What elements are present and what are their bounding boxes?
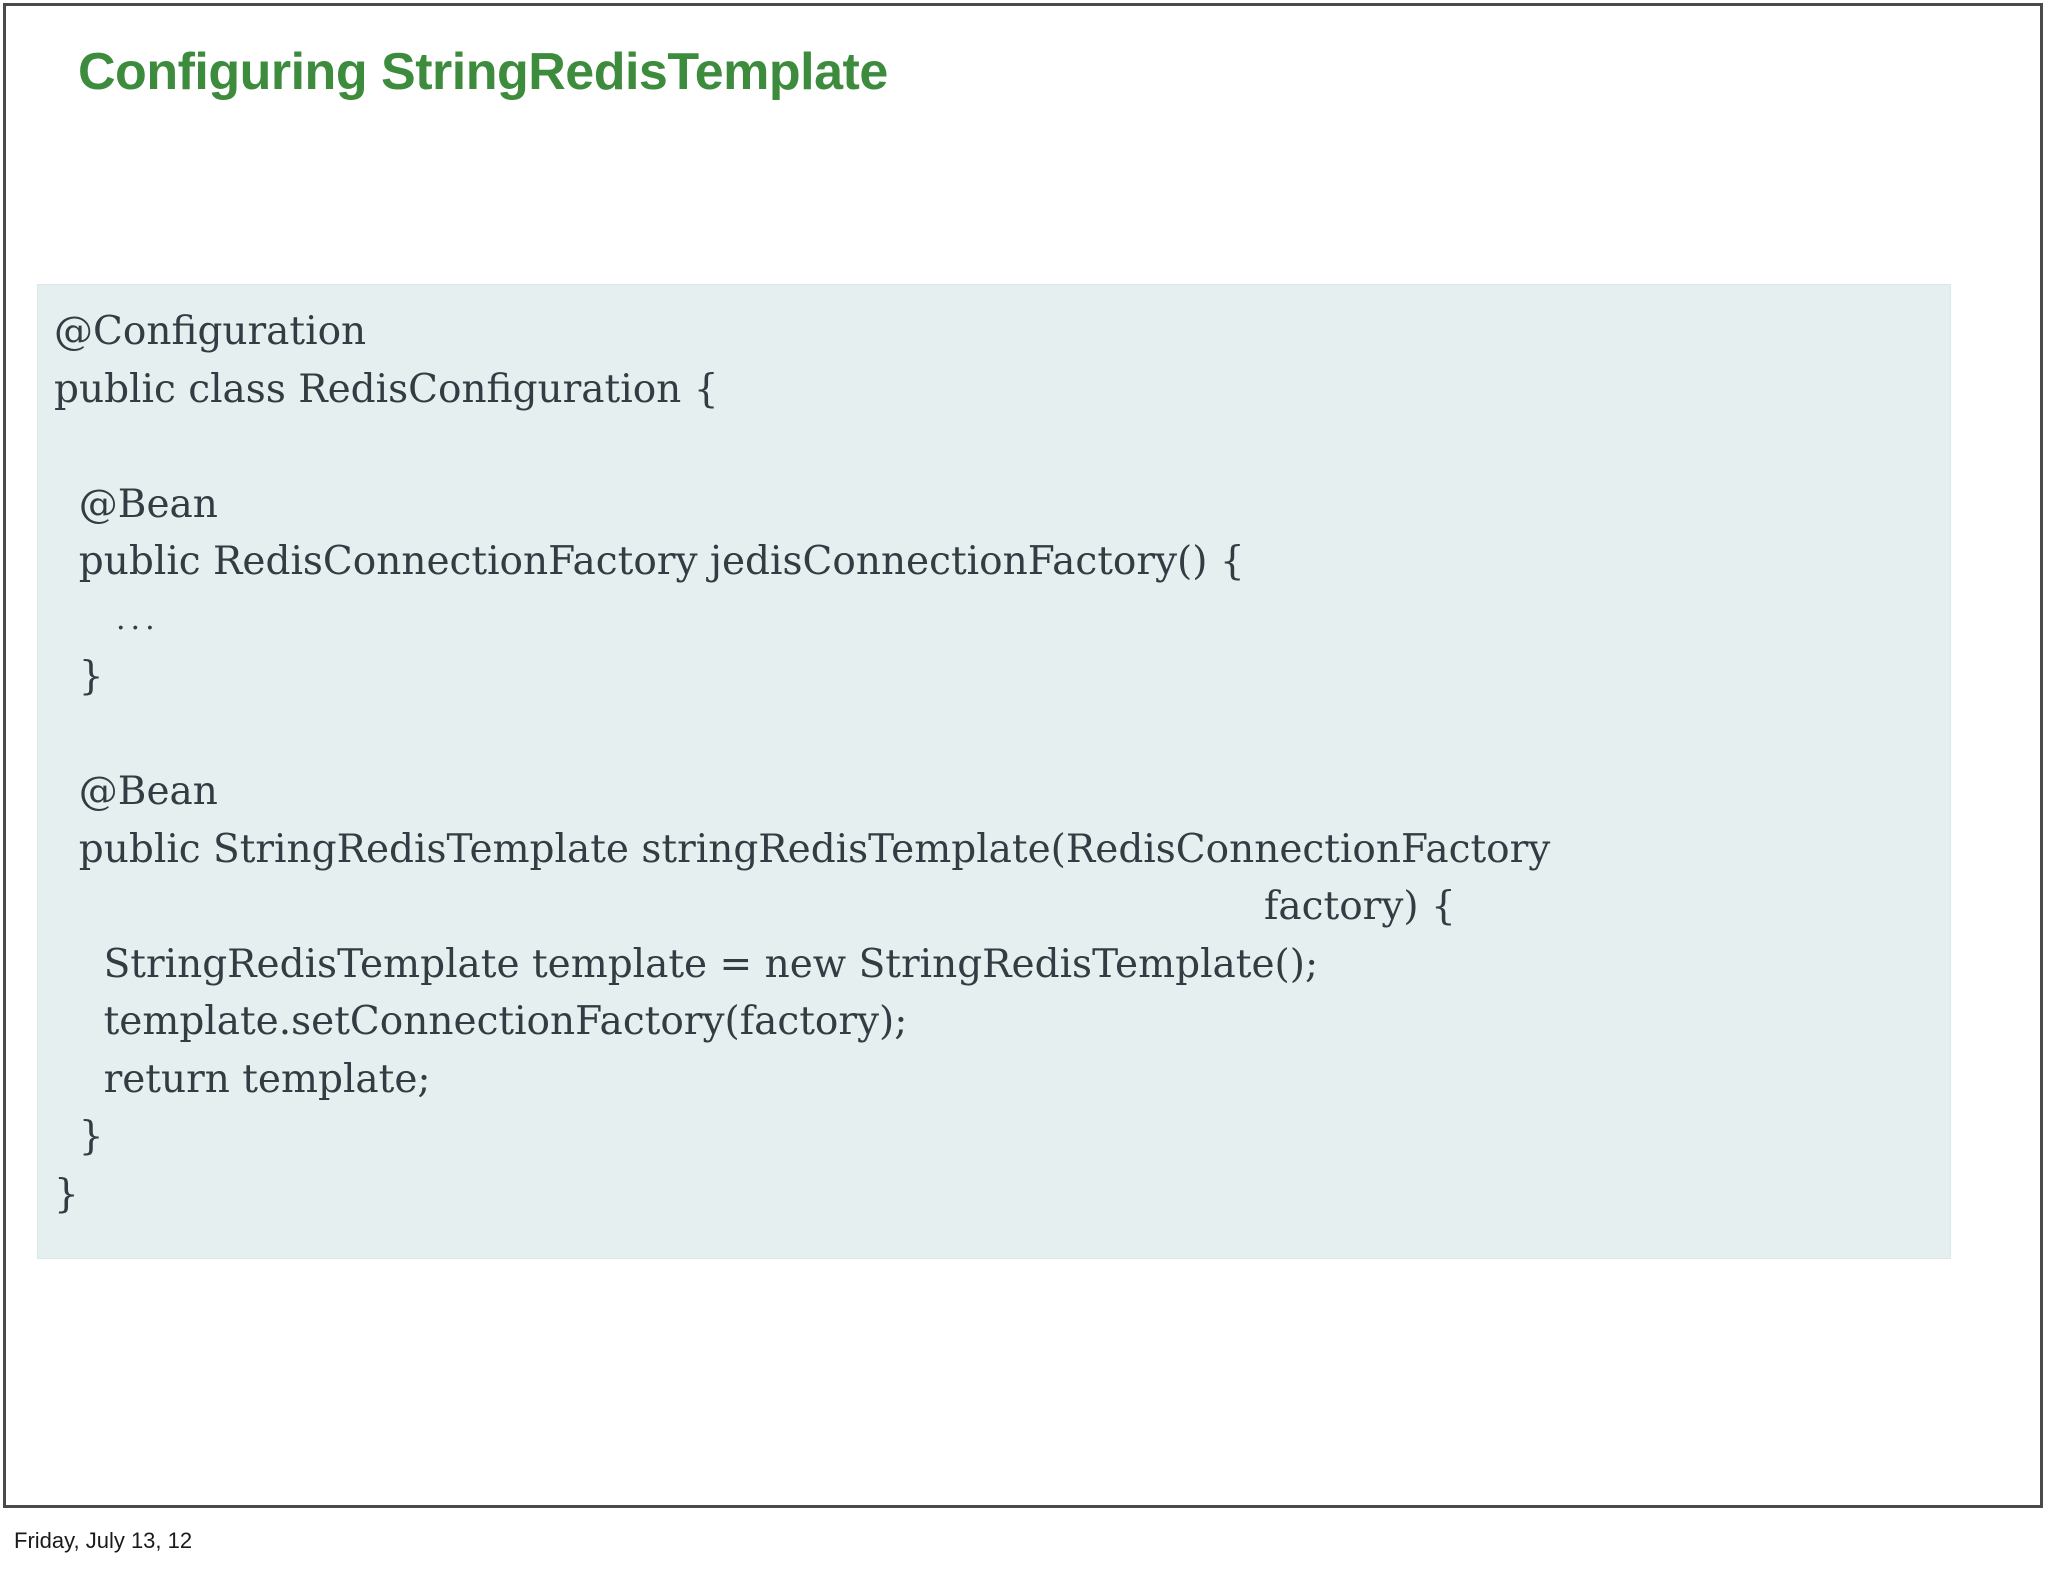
code-block: @Configuration public class RedisConfigur… [37,284,1951,1259]
code-line: public StringRedisTemplate stringRedisTe… [54,826,1551,872]
code-line: } [54,1114,104,1159]
page-title: Configuring StringRedisTemplate [78,43,888,101]
code-line: template.setConnectionFactory(factory); [54,999,908,1044]
code-line: public class RedisConfiguration { [54,366,719,412]
code-line: @Bean [54,769,218,814]
code-line: @Configuration [54,309,367,354]
code-line: factory) { [1264,884,1456,929]
footer-date: Friday, July 13, 12 [14,1528,193,1553]
code-line: @Bean [54,481,218,527]
code-line: } [54,1171,79,1217]
code-line: public RedisConnectionFactory jedisConne… [54,539,1245,584]
code-line: return template; [54,1056,431,1102]
code-lines-container: @Configuration public class RedisConfigur… [38,303,1950,1223]
code-line: } [54,654,104,699]
code-line [54,706,1950,764]
code-line: ... [116,601,160,637]
presentation-slide: Configuring StringRedisTemplate @Configu… [3,3,2043,1508]
code-line: StringRedisTemplate template = new Strin… [54,941,1319,987]
code-line [54,418,1950,476]
